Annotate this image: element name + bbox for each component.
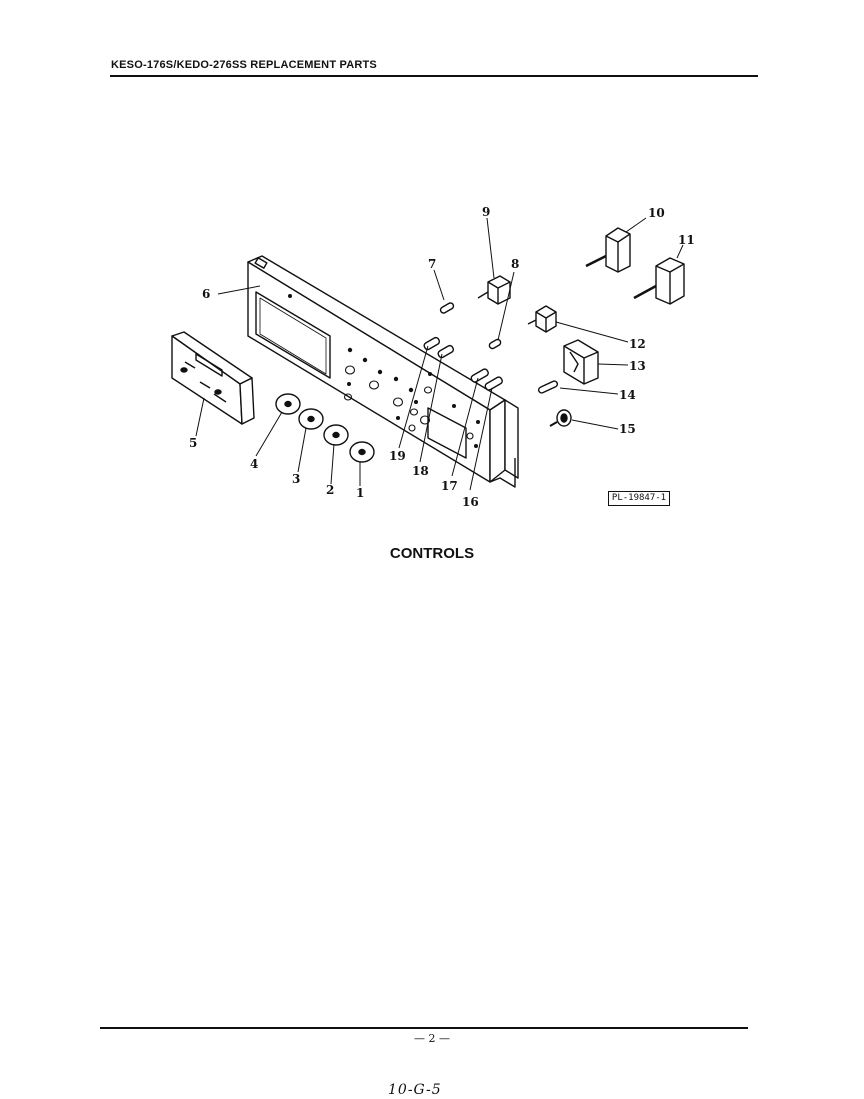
- control-panel-plate: [247, 255, 519, 488]
- drawing-reference-number: PL-19847-1: [608, 491, 670, 506]
- lamp-15: [549, 409, 572, 427]
- callout-18: 18: [412, 464, 429, 478]
- button-16: [484, 376, 503, 391]
- callout-17: 17: [441, 479, 458, 493]
- knob-2: [323, 424, 349, 446]
- switch-12: [527, 305, 557, 333]
- callout-3: 3: [292, 472, 300, 486]
- callout-7: 7: [428, 257, 436, 271]
- callout-10: 10: [648, 206, 665, 220]
- leader-lines: [195, 217, 684, 491]
- rod-14: [537, 380, 559, 394]
- callout-15: 15: [619, 422, 636, 436]
- timer-13: [563, 339, 599, 385]
- pin-7: [439, 302, 455, 314]
- button-18: [437, 344, 455, 359]
- header-divider: [110, 75, 758, 77]
- knob-4: [275, 393, 301, 415]
- thermostat-11: [633, 257, 685, 305]
- callout-16: 16: [462, 495, 479, 509]
- callout-14: 14: [619, 388, 636, 402]
- callout-8: 8: [511, 257, 519, 271]
- button-19: [423, 336, 441, 351]
- callout-6: 6: [202, 287, 210, 301]
- callout-1: 1: [356, 486, 364, 500]
- switch-9: [477, 275, 511, 305]
- callout-2: 2: [326, 483, 334, 497]
- callout-labels: 1 2 3 4 5 6 7 8 9 10 11 12 13 14 15 16 1…: [189, 205, 695, 509]
- callout-9: 9: [482, 205, 490, 219]
- handwritten-note: 10-G-5: [388, 1082, 442, 1098]
- overlay-panel: [171, 331, 255, 425]
- callout-12: 12: [629, 337, 646, 351]
- callout-13: 13: [629, 359, 646, 373]
- knob-1: [349, 441, 375, 463]
- callout-4: 4: [250, 457, 258, 471]
- footer-divider: [100, 1027, 748, 1029]
- pin-8: [488, 338, 502, 350]
- callout-19: 19: [389, 449, 406, 463]
- thermostat-10: [585, 227, 631, 273]
- page-number: — 2 —: [414, 1032, 450, 1045]
- callout-11: 11: [678, 233, 695, 247]
- page-header-title: KESO-176S/KEDO-276SS REPLACEMENT PARTS: [111, 59, 377, 71]
- callout-5: 5: [189, 436, 197, 450]
- knob-3: [298, 408, 324, 430]
- button-17: [470, 368, 489, 383]
- diagram-caption: CONTROLS: [389, 545, 475, 562]
